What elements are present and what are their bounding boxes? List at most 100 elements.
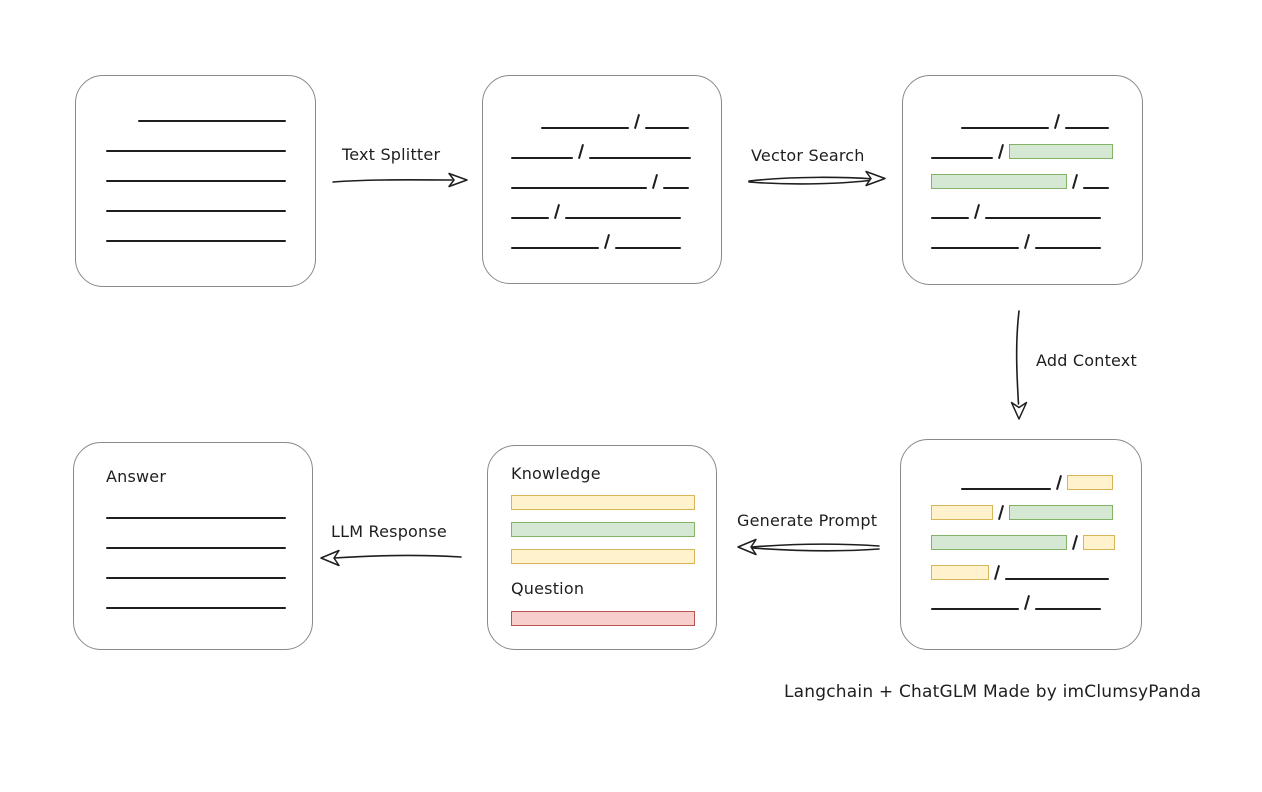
context-chunks-box [900, 439, 1142, 650]
slash-separator [633, 114, 641, 129]
text-line [1035, 608, 1101, 610]
generate-prompt-label: Generate Prompt [737, 511, 878, 530]
text-line [541, 127, 629, 129]
slash-separator [1023, 234, 1031, 249]
slash-separator [1023, 595, 1031, 610]
text-line [106, 210, 286, 212]
text-line [511, 187, 647, 189]
yellow-highlight-chip [931, 505, 993, 520]
slash-separator [973, 204, 981, 219]
source-document-box [75, 75, 316, 287]
answer-label: Answer [106, 467, 167, 486]
document-lines [106, 104, 315, 242]
text-line-row [931, 171, 1142, 189]
yellow-bar [511, 549, 695, 564]
text-line-row [931, 201, 1142, 219]
text-line [106, 547, 286, 549]
text-line-row [511, 201, 721, 219]
green-highlight-chip [1009, 144, 1113, 159]
text-line [1065, 127, 1109, 129]
text-line [961, 488, 1051, 490]
text-line [106, 607, 286, 609]
slash-separator [553, 204, 561, 219]
slash-separator [651, 174, 659, 189]
text-line [961, 127, 1049, 129]
text-line-row [511, 171, 721, 189]
llm-response-arrow [320, 549, 462, 567]
yellow-highlight-chip [1083, 535, 1115, 550]
text-line-row [931, 562, 1141, 580]
split-text-box [482, 75, 722, 284]
context-chunk-lines [931, 472, 1141, 610]
slash-separator [577, 144, 585, 159]
green-bar [511, 522, 695, 537]
text-splitter-label: Text Splitter [342, 145, 441, 164]
knowledge-bars [511, 495, 716, 564]
slash-separator [603, 234, 611, 249]
text-line [615, 247, 681, 249]
slash-separator [1071, 174, 1079, 189]
text-line [1005, 578, 1109, 580]
text-line [589, 157, 691, 159]
add-context-label: Add Context [1036, 351, 1137, 370]
text-line [931, 247, 1019, 249]
answer-box: Answer [73, 442, 313, 650]
slash-separator [1053, 114, 1061, 129]
text-line-row [931, 141, 1142, 159]
text-line [106, 180, 286, 182]
text-line-row [106, 134, 315, 152]
text-line-row [961, 111, 1142, 129]
text-line-row [961, 472, 1141, 490]
vector-search-arrow [748, 170, 886, 187]
text-line [511, 247, 599, 249]
text-line-row [931, 532, 1141, 550]
llm-response-label: LLM Response [331, 522, 447, 541]
text-line [565, 217, 681, 219]
vector-matches-box [902, 75, 1143, 285]
add-context-arrow [1010, 310, 1028, 420]
text-line-row [931, 592, 1141, 610]
text-line [985, 217, 1101, 219]
text-line-row [106, 531, 312, 549]
vector-search-label: Vector Search [751, 146, 865, 165]
text-line-row [511, 231, 721, 249]
prompt-box: Knowledge Question [487, 445, 717, 650]
yellow-bar [511, 495, 695, 510]
text-line-row [511, 141, 721, 159]
yellow-highlight-chip [1067, 475, 1113, 490]
slash-separator [1055, 475, 1063, 490]
text-line [106, 517, 286, 519]
text-line [511, 157, 573, 159]
green-highlight-chip [1009, 505, 1113, 520]
text-line-row [931, 231, 1142, 249]
text-line [1083, 187, 1109, 189]
text-line [511, 217, 549, 219]
red-bar [511, 611, 695, 626]
text-line [663, 187, 689, 189]
text-line-row [106, 224, 315, 242]
text-line-row [106, 194, 315, 212]
text-line [931, 608, 1019, 610]
text-line [645, 127, 689, 129]
yellow-highlight-chip [931, 565, 989, 580]
slash-separator [997, 144, 1005, 159]
text-line [931, 157, 993, 159]
text-line [1035, 247, 1101, 249]
green-highlight-chip [931, 174, 1067, 189]
diagram-caption: Langchain + ChatGLM Made by imClumsyPand… [784, 682, 1202, 702]
text-line [138, 120, 286, 122]
text-line-row [541, 111, 721, 129]
knowledge-label: Knowledge [511, 464, 601, 483]
text-line-row [106, 591, 312, 609]
text-splitter-arrow [332, 172, 468, 188]
text-line-row [106, 561, 312, 579]
split-text-lines [511, 111, 721, 249]
vector-match-lines [931, 111, 1142, 249]
text-line-row [106, 501, 312, 519]
text-line-row [138, 104, 315, 122]
text-line-row [106, 164, 315, 182]
slash-separator [993, 565, 1001, 580]
generate-prompt-arrow [737, 538, 880, 556]
text-line [931, 217, 969, 219]
